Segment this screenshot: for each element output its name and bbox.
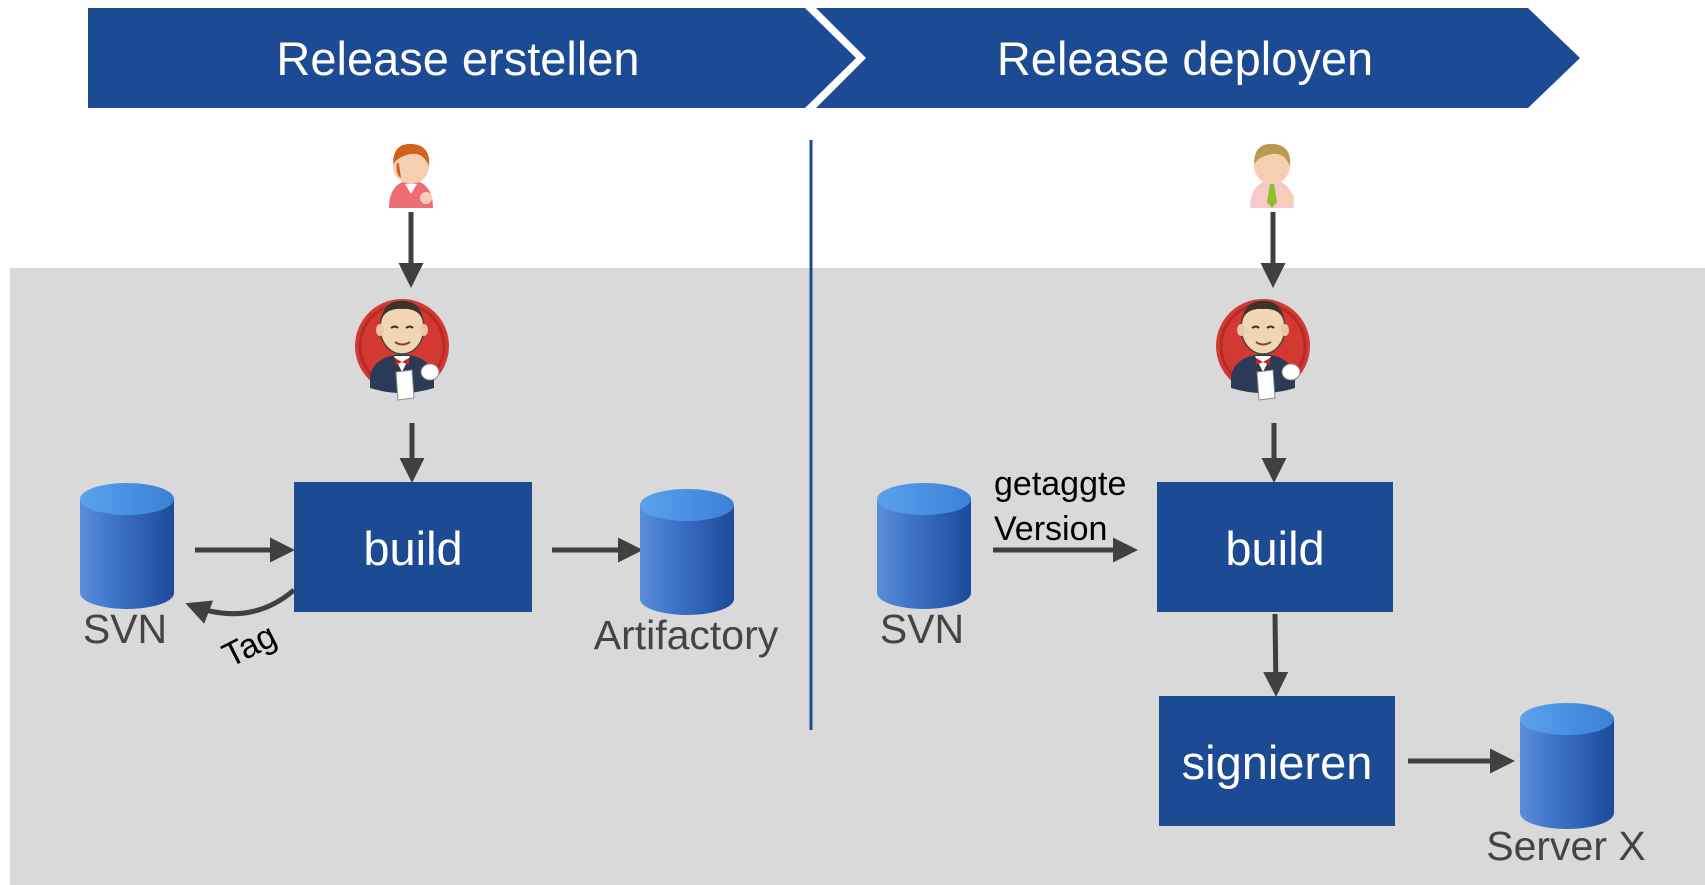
svn-label-right: SVN	[880, 606, 964, 652]
database-cylinder-icon	[1520, 703, 1614, 829]
arrow-tag-back-to-svn	[185, 588, 296, 624]
build-step-left: build	[294, 482, 532, 612]
arrow-build-to-sign	[1263, 613, 1289, 697]
phase-deploy-label: Release deployen	[997, 32, 1373, 85]
person-icon	[389, 143, 433, 208]
svn-label-left: SVN	[83, 606, 167, 652]
tagged-version-label-line1: getaggte	[994, 465, 1126, 503]
phase-header-deploy: Release deployen	[816, 8, 1580, 108]
artifactory-label: Artifactory	[594, 612, 779, 658]
server-x-label: Server X	[1486, 823, 1646, 869]
database-cylinder-icon	[640, 489, 734, 615]
build-label-right: build	[1225, 522, 1324, 575]
phase-create-label: Release erstellen	[276, 32, 639, 85]
build-step-right: build	[1157, 482, 1393, 612]
process-panel	[10, 268, 1705, 885]
sign-step: signieren	[1159, 696, 1395, 826]
tagged-version-label-line2: Version	[994, 510, 1107, 548]
phase-header-create: Release erstellen	[88, 8, 856, 108]
database-cylinder-icon	[80, 483, 174, 609]
person-with-tie-icon	[1250, 143, 1294, 208]
database-cylinder-icon	[877, 483, 971, 609]
build-label-left: build	[363, 522, 462, 575]
sign-label: signieren	[1182, 736, 1373, 789]
